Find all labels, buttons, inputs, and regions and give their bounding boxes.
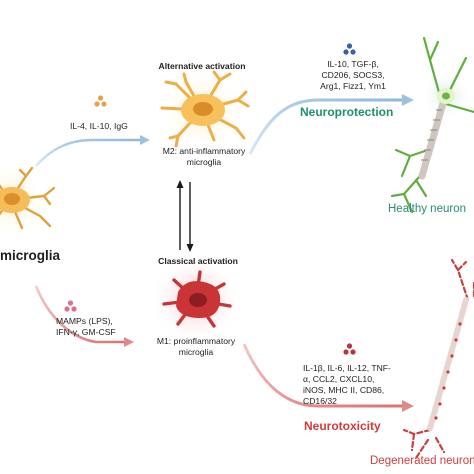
m1-marker-line: iNOS, MHC II, CD86, — [303, 385, 385, 395]
arrow-to-m2 — [35, 138, 142, 167]
m1-marker-line: IL-1β, IL-6, IL-12, TNF- — [303, 363, 391, 373]
alternative-activation-title: Alternative activation — [158, 61, 246, 71]
m1-marker-line: CD16/32 — [303, 396, 337, 406]
m2-label-line1: M2: anti-inflammatory — [162, 146, 246, 156]
resting-microglia-label: microglia — [0, 248, 61, 263]
m2-stimuli-dots — [94, 95, 107, 107]
arrow-to-neuroprotection — [248, 98, 404, 155]
neuroprotection-heading: Neuroprotection — [300, 105, 394, 119]
healthy-neuron-icon — [390, 36, 474, 214]
m1-label-line1: M1: proinflammatory — [156, 336, 236, 346]
neurotoxicity-heading: Neurotoxicity — [304, 419, 381, 433]
m2-m1-transition-arrows — [176, 180, 194, 252]
arrow-to-neurotoxicity — [242, 343, 404, 408]
m2-marker-line: IL-10, TGF-β, — [327, 59, 379, 69]
m2-marker-line: Arg1, Fizz1, Ym1 — [320, 81, 386, 91]
resting-microglia-icon — [0, 164, 56, 236]
m2-label-line2: microglia — [186, 157, 222, 167]
degenerated-neuron-label: Degenerated neuron — [370, 455, 474, 467]
healthy-neuron-label: Healthy neuron — [388, 203, 466, 215]
degenerated-neuron-icon — [402, 258, 474, 460]
m2-marker-line: CD206, SOCS3, — [321, 70, 385, 80]
m1-stimuli-dots — [64, 300, 77, 312]
m1-marker-line: α, CCL2, CXCL10, — [303, 374, 375, 384]
m1-stimuli-line: IFN-γ, GM-CSF — [56, 327, 116, 337]
classical-activation-title: Classical activation — [158, 256, 238, 266]
m1-stimuli-line: MAMPs (LPS), — [56, 316, 113, 326]
m2-markers-dots — [343, 43, 356, 55]
arrow-to-m1 — [34, 285, 126, 344]
m2-microglia-icon — [160, 68, 250, 152]
m1-markers-dots — [343, 343, 356, 355]
m1-label-line2: microglia — [178, 347, 214, 357]
m2-stimuli-text: IL-4, IL-10, IgG — [70, 121, 128, 131]
m1-microglia-icon — [150, 254, 242, 346]
